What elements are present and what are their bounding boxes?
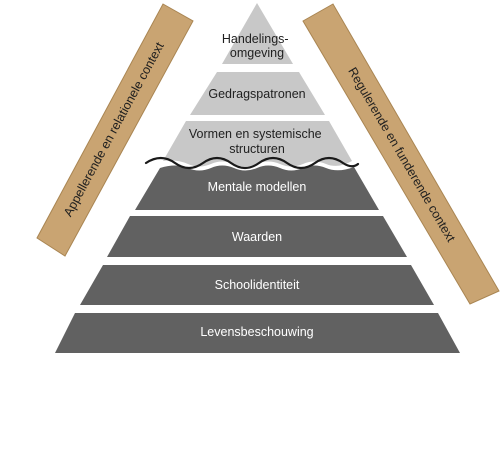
tier-mentale-modellen xyxy=(135,165,379,210)
right-side-bar-shape xyxy=(302,3,500,305)
tier-gedragspatronen xyxy=(190,72,325,115)
tier-mentale-modellen-label: Mentale modellen xyxy=(208,180,307,194)
tier-vormen-en-systemische-structuren xyxy=(163,121,352,167)
upper-tiers: Handelings- omgeving Gedragspatronen Vor… xyxy=(163,3,352,167)
tier-vormen-label: Vormen en systemische structuren xyxy=(189,127,325,156)
lower-tiers: Mentale modellen Waarden Schoolidentitei… xyxy=(55,165,460,353)
tier-schoolidentiteit-label: Schoolidentiteit xyxy=(215,278,300,292)
tier-levensbeschouwing xyxy=(55,313,460,353)
tier-waarden xyxy=(107,216,407,257)
wave-separator xyxy=(144,156,360,170)
left-side-bar-shape xyxy=(36,3,194,257)
tier-handelingsomgeving-label: Handelings- omgeving xyxy=(222,32,292,60)
tier-handelingsomgeving xyxy=(222,3,293,64)
tier-levensbeschouwing-label: Levensbeschouwing xyxy=(200,325,313,339)
tier-waarden-label: Waarden xyxy=(232,230,282,244)
tier-schoolidentiteit xyxy=(80,265,434,305)
tier-gedragspatronen-label: Gedragspatronen xyxy=(208,87,305,101)
